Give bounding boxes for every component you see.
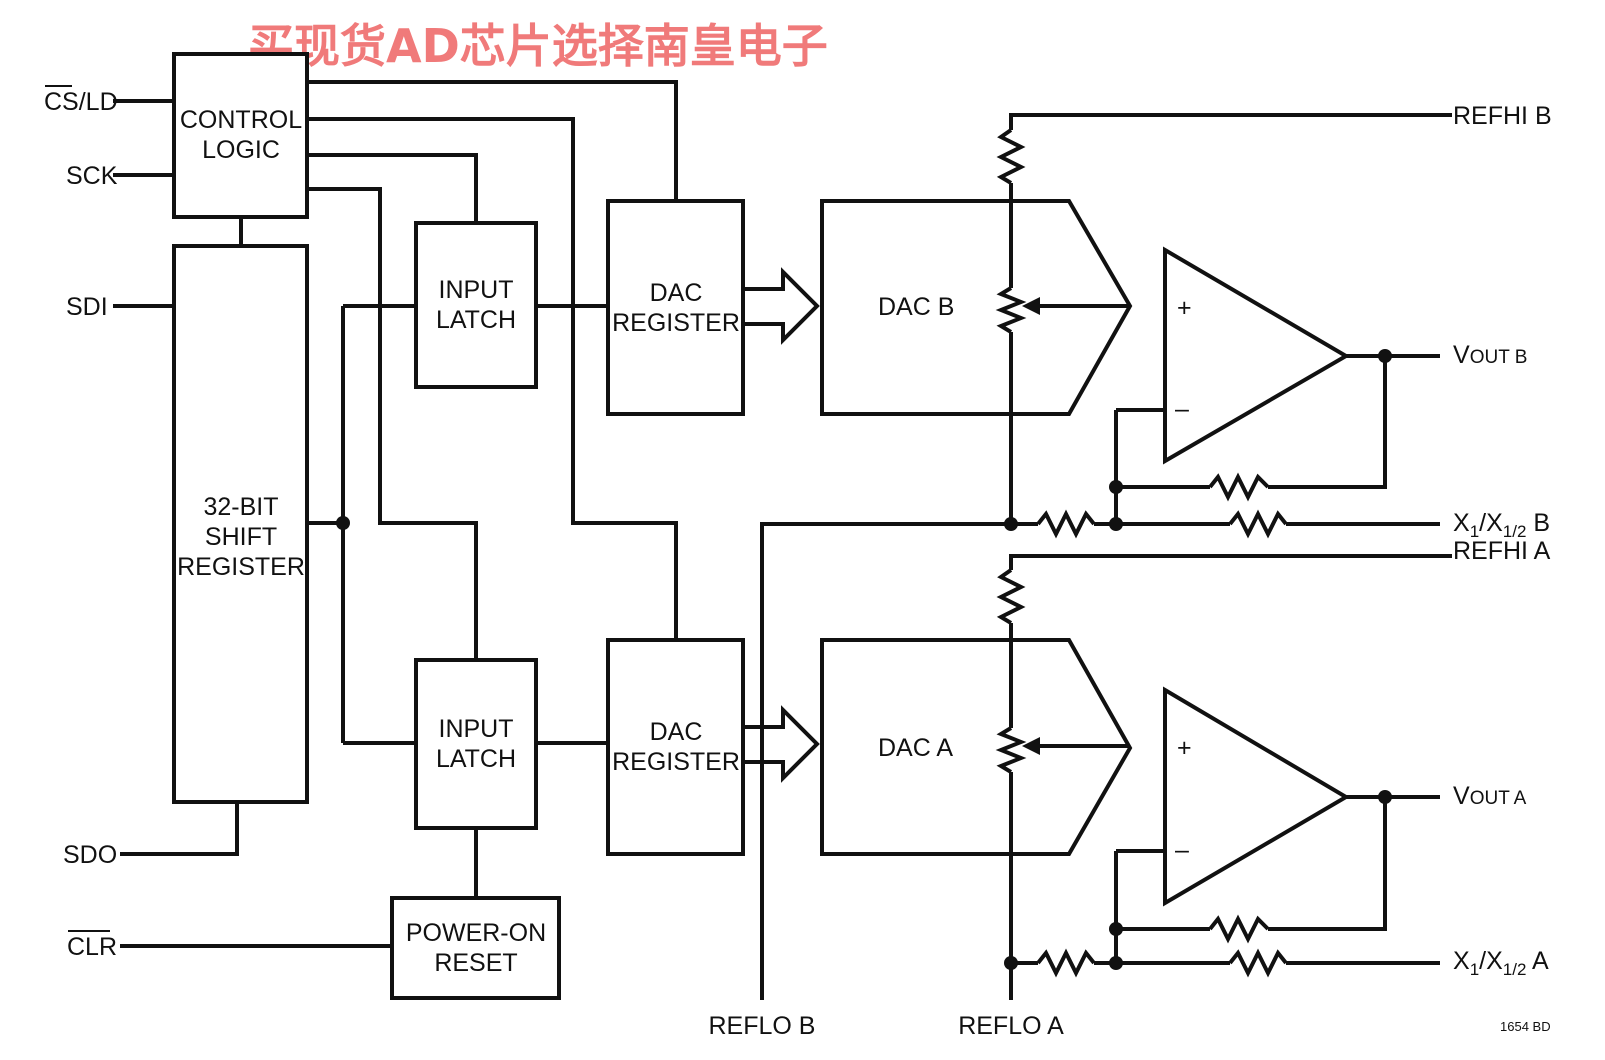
shift-register-label-1: 32-BIT [203, 493, 278, 521]
svg-text:LATCH: LATCH [436, 745, 516, 773]
svg-text:REGISTER: REGISTER [612, 748, 740, 776]
dac-a-block: DAC A [820, 638, 1133, 856]
control-logic-block: CONTROL LOGIC [172, 52, 309, 219]
pin-cs-ld: CS/LD [44, 85, 118, 116]
svg-text:DAC: DAC [650, 279, 703, 307]
shift-register-label-3: REGISTER [177, 553, 305, 581]
svg-text:DAC: DAC [650, 718, 703, 746]
opamp-b-minus: – [1175, 395, 1189, 423]
dac-b-block: DAC B [820, 199, 1133, 416]
pin-reflo-b: REFLO B [709, 1012, 816, 1040]
shift-register-label-2: SHIFT [205, 523, 277, 551]
pin-sck: SCK [66, 162, 118, 190]
svg-text:CLR: CLR [67, 933, 117, 961]
ld-text: /LD [79, 88, 118, 116]
pin-clr: CLR [67, 930, 117, 961]
refhi-b-resistor [996, 128, 1026, 185]
bus-junction-dot [336, 516, 350, 530]
refhi-a-resistor [996, 568, 1026, 625]
svg-text:CS/LD: CS/LD [44, 88, 118, 116]
svg-text:LATCH: LATCH [436, 306, 516, 334]
pin-sdi: SDI [66, 293, 108, 321]
dac-a-resistor [995, 726, 1027, 774]
shift-register-block: 32-BIT SHIFT REGISTER [172, 244, 309, 804]
svg-text:INPUT: INPUT [439, 715, 514, 743]
svg-text:INPUT: INPUT [439, 276, 514, 304]
dac-register-a: DAC REGISTER [606, 638, 745, 856]
gain-a-resistor [1036, 948, 1096, 978]
input-latch-b: INPUT LATCH [414, 221, 538, 389]
opamp-b: + – [1163, 246, 1350, 465]
svg-text:DAC A: DAC A [878, 734, 953, 762]
feedback-b-resistor-2 [1228, 509, 1288, 539]
cs-overbar-text: CS [44, 88, 79, 116]
opamp-b-plus: + [1177, 294, 1192, 322]
svg-text:REGISTER: REGISTER [612, 309, 740, 337]
pin-x1x12-a: X1/X1/2 A [1453, 947, 1549, 979]
pin-vout-a: VOUT A [1453, 782, 1527, 810]
pin-reflo-a: REFLO A [958, 1012, 1064, 1040]
pin-sdo: SDO [63, 841, 117, 869]
svg-text:POWER-ON: POWER-ON [406, 919, 546, 947]
svg-text:RESET: RESET [434, 949, 517, 977]
input-latch-a: INPUT LATCH [414, 658, 538, 830]
opamp-a-plus: + [1177, 734, 1192, 762]
bus-arrow-b [743, 267, 820, 345]
control-logic-label-2: LOGIC [202, 136, 280, 164]
figure-id: 1654 BD [1500, 1019, 1551, 1034]
svg-text:DAC B: DAC B [878, 293, 954, 321]
opamp-a-minus: – [1175, 836, 1189, 864]
pin-refhi-b: REFHI B [1453, 102, 1552, 130]
pin-x1x12-b: X1/X1/2 B [1453, 509, 1550, 541]
gain-b-resistor [1036, 509, 1096, 539]
watermark-text: 买现货AD芯片选择南皇电子 [248, 19, 828, 73]
power-on-reset-block: POWER-ON RESET [390, 896, 561, 1000]
feedback-a-resistor-1 [1208, 914, 1270, 944]
pin-refhi-a: REFHI A [1453, 537, 1551, 565]
bus-arrow-a [743, 705, 820, 783]
dac-b-resistor [995, 286, 1027, 334]
feedback-b-resistor-1 [1208, 472, 1270, 502]
control-logic-label-1: CONTROL [180, 106, 302, 134]
opamp-a: + – [1163, 686, 1350, 907]
feedback-a-resistor-2 [1228, 948, 1288, 978]
dac-register-b: DAC REGISTER [606, 199, 745, 416]
pin-vout-b: VOUT B [1453, 341, 1527, 369]
